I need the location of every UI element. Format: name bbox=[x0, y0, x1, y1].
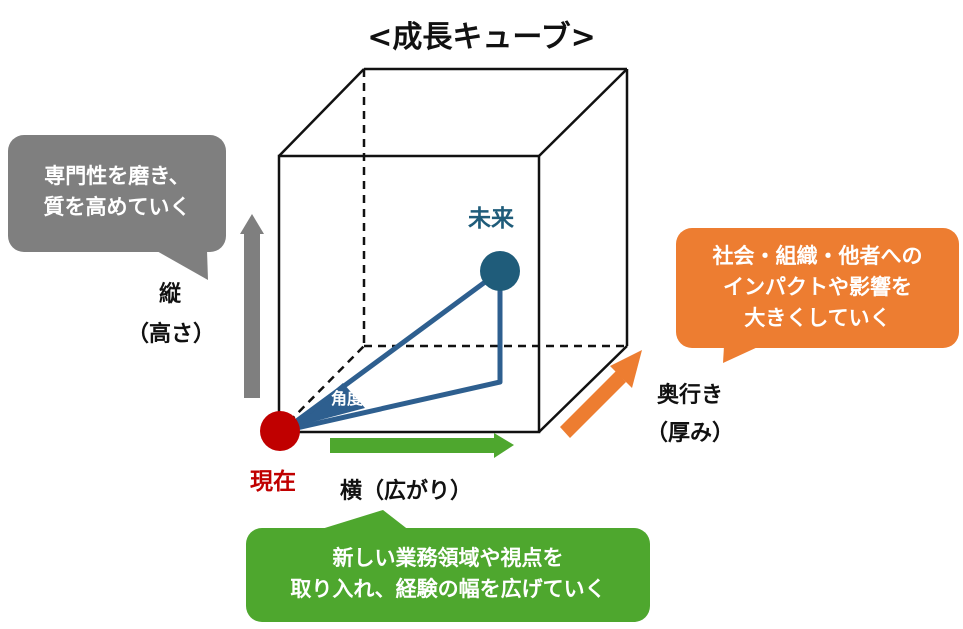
cube-edge bbox=[538, 345, 628, 433]
cube bbox=[277, 67, 629, 434]
cube-edge bbox=[278, 68, 365, 157]
gray-callout-tail bbox=[155, 250, 208, 280]
diagram-title: <成長キューブ> bbox=[367, 20, 596, 55]
growth-vector bbox=[281, 268, 503, 434]
horizontal-axis-label: 横（広がり） bbox=[340, 479, 473, 504]
gray-callout-box bbox=[8, 135, 226, 252]
depth-axis-sublabel: （厚み） bbox=[645, 421, 734, 446]
orange-callout bbox=[676, 228, 959, 363]
gray-callout-line: 質を高めていく bbox=[43, 195, 191, 219]
angle-label: 角度 bbox=[331, 389, 364, 408]
depth-arrow bbox=[560, 350, 642, 438]
orange-callout-line: インパクトや影響を bbox=[723, 275, 912, 299]
horizontal-arrow bbox=[330, 433, 514, 458]
gray-callout bbox=[8, 135, 226, 280]
green-callout bbox=[246, 510, 650, 622]
green-callout-tail bbox=[315, 510, 410, 531]
green-callout-line: 新しい業務領域や視点を bbox=[332, 546, 564, 570]
cube-edge bbox=[538, 68, 628, 157]
present-dot bbox=[260, 411, 300, 451]
gray-callout-text: 専門性を磨き、 質を高めていく bbox=[8, 161, 226, 223]
future-dot bbox=[480, 251, 520, 291]
green-callout-line: 取り入れ、経験の幅を広げていく bbox=[290, 577, 606, 601]
orange-callout-tail bbox=[723, 346, 760, 363]
gray-callout-line: 専門性を磨き、 bbox=[44, 164, 190, 188]
green-callout-box bbox=[246, 528, 650, 622]
cube-front-face bbox=[277, 154, 541, 434]
future-label: 未来 bbox=[468, 206, 514, 232]
orange-callout-box bbox=[676, 228, 959, 348]
vertical-axis-label: 縦 bbox=[158, 282, 181, 307]
green-callout-text: 新しい業務領域や視点を 取り入れ、経験の幅を広げていく bbox=[246, 543, 650, 605]
vertical-axis-sublabel: （高さ） bbox=[126, 322, 215, 347]
orange-callout-text: 社会・組織・他者への インパクトや影響を 大きくしていく bbox=[676, 241, 959, 334]
orange-callout-line: 大きくしていく bbox=[744, 306, 891, 330]
depth-axis-label: 奥行き bbox=[656, 383, 723, 408]
present-label: 現在 bbox=[250, 469, 296, 495]
orange-callout-line: 社会・組織・他者への bbox=[712, 244, 923, 268]
angle-wedge bbox=[290, 383, 365, 428]
vertical-arrow bbox=[240, 214, 264, 398]
